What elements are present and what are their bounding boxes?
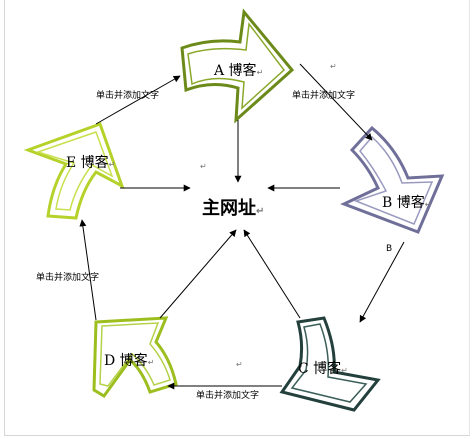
node-d-label: D 博客↵	[104, 353, 155, 369]
edge-d-e	[79, 219, 97, 321]
node-a-label: A 博客↵	[214, 63, 264, 79]
paragraph-mark: ↵	[236, 360, 243, 369]
node-e-arrow-shape	[23, 122, 125, 220]
edge-label-a-b: 单击并添加文字	[292, 91, 356, 101]
node-b-arrow-shape	[340, 125, 445, 234]
center-label: 主网址↵	[202, 198, 265, 219]
paragraph-mark: ↵	[200, 162, 207, 171]
node-d-arrow-shape	[92, 316, 178, 398]
edge-label-c-d: 单击并添加文字	[196, 391, 260, 401]
edge-a-b	[299, 63, 373, 141]
edge-b-c	[359, 241, 405, 323]
node-c-arrow-shape	[279, 316, 381, 412]
node-a-arrow-shape	[180, 8, 295, 124]
edge-label-b-c: B	[386, 244, 393, 254]
edge-label-e-a: 单击并添加文字	[96, 91, 160, 101]
node-c-label: C 博客↵	[298, 361, 348, 377]
connector-lines	[79, 63, 405, 390]
node-b-label: B 博客↵	[382, 195, 432, 211]
node-e-label: E 博客↵	[66, 155, 116, 171]
edge-label-d-e: 单击并添加文字	[36, 273, 100, 283]
paragraph-mark: ↵	[330, 62, 337, 71]
edge-e-a	[95, 75, 181, 125]
edge-d-center	[159, 229, 237, 319]
edge-c-center	[243, 229, 301, 319]
document-border	[4, 0, 470, 436]
